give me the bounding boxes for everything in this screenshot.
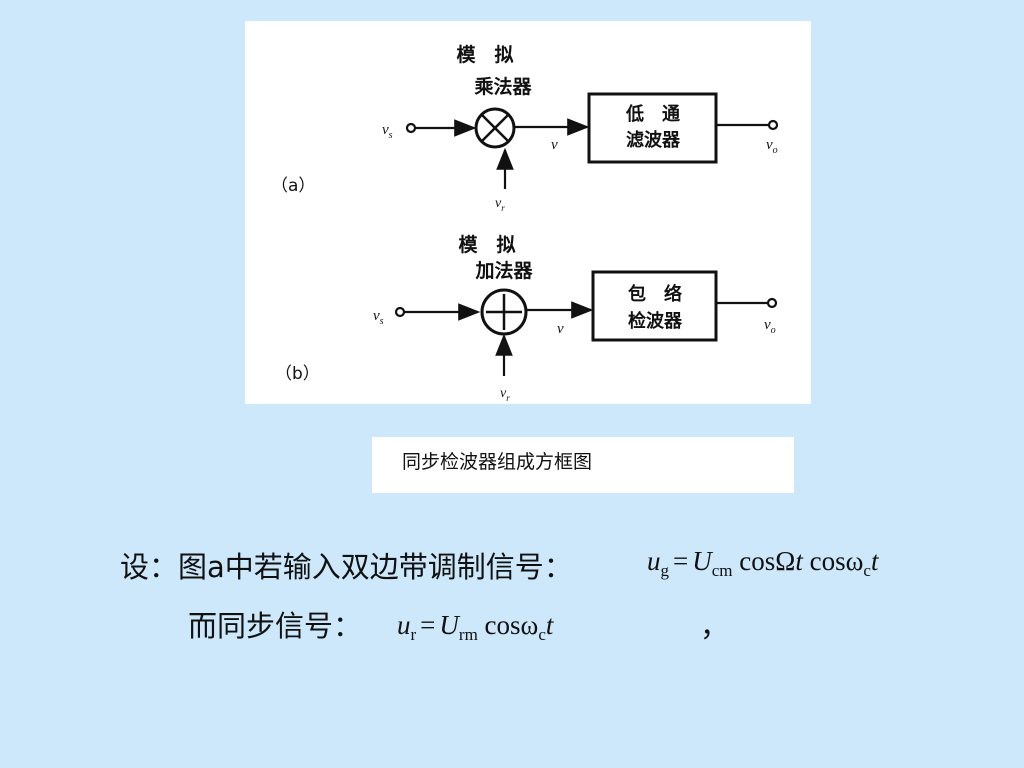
diagram-b: 模 拟 加法器 vs vr v 包 络 检波器 vo （b） (275, 233, 778, 403)
lowpass-filter-block (587, 92, 718, 164)
diagram-a: 模 拟 乘法器 vs vr v 低 通 滤波器 vo （a） (271, 43, 779, 213)
multiplier-label-line2: 乘法器 (473, 75, 532, 98)
input-terminal (394, 306, 406, 318)
input-terminal (405, 122, 417, 134)
reference-vr-label: vr (495, 196, 505, 213)
diagram-a-label: （a） (271, 176, 315, 196)
adder-label-line1: 模 拟 (458, 233, 515, 256)
filter-label-line2: 滤波器 (626, 129, 681, 151)
output-terminal (767, 119, 779, 131)
output-terminal (766, 297, 778, 309)
trailing-comma: ， (700, 609, 730, 643)
output-vo-label: vo (764, 317, 776, 336)
output-vo-label: vo (766, 137, 778, 156)
figure-caption: 同步检波器组成方框图 (402, 451, 593, 473)
equation-ur: ur=Urm cosωct (397, 610, 554, 644)
detector-label-line1: 包 络 (628, 283, 682, 305)
block-diagram-figure: 模 拟 乘法器 vs vr v 低 通 滤波器 vo （a） (245, 21, 811, 404)
filter-label-line1: 低 通 (625, 103, 680, 125)
diagram-b-label: （b） (275, 364, 320, 384)
figure-caption-box: 同步检波器组成方框图 (372, 437, 794, 493)
intro-text: 设：图a中若输入双边带调制信号： (120, 550, 573, 584)
detector-label-line2: 检波器 (628, 310, 683, 332)
equation-ug: ug=Ucm cosΩt cosωct (647, 546, 879, 580)
middle-v-label: v (551, 137, 558, 153)
input-vs-label: vs (382, 122, 393, 141)
adder-label-line2: 加法器 (474, 259, 533, 282)
multiplier-cross (481, 114, 509, 142)
envelope-detector-block (591, 270, 718, 342)
block-diagram-svg: 模 拟 乘法器 vs vr v 低 通 滤波器 vo （a） (271, 43, 779, 403)
multiplier-label-line1: 模 拟 (456, 43, 513, 66)
reference-vr-label: vr (500, 386, 510, 403)
middle-v-label: v (557, 321, 564, 337)
input-vs-label: vs (373, 308, 384, 327)
sync-signal-text: 而同步信号： (188, 609, 363, 643)
